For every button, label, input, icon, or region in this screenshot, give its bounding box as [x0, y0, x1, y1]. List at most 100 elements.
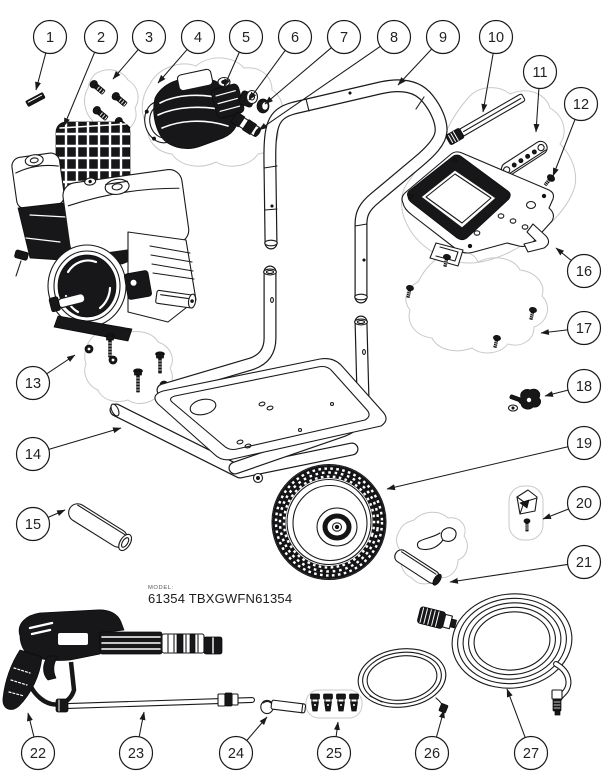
callout-circle-4: [180, 19, 216, 55]
callout-number-5: 5: [242, 30, 250, 46]
callout-leader-4: [157, 49, 188, 84]
callout-circle-12: [563, 86, 599, 122]
callout-number-27: 27: [523, 746, 539, 762]
handle-tube: [263, 79, 448, 304]
callout-circle-15: [15, 506, 51, 542]
callout-circle-27: [513, 735, 549, 771]
callout-leader-17: [540, 329, 568, 336]
spray-gun: [2, 609, 223, 710]
frame-bolts-group: [84, 333, 169, 393]
callout-leader-8: [258, 45, 381, 131]
callout-leader-22: [27, 712, 35, 738]
callout-number-17: 17: [576, 321, 592, 337]
model-number: 61354 TBXGWFN61354: [148, 591, 292, 606]
callout-number-16: 16: [576, 264, 592, 280]
callout-leader-1: [35, 52, 47, 91]
callout-number-8: 8: [390, 30, 398, 46]
callout-circle-9: [425, 19, 461, 55]
callout-leader-19: [386, 446, 569, 491]
hose-inlet-fitting: [417, 606, 457, 630]
callout-circle-26: [414, 735, 450, 771]
bracket-screw: [543, 174, 555, 187]
engine-shaft: [155, 289, 197, 309]
callout-circle-18: [566, 368, 602, 404]
callout-circle-13: [15, 365, 51, 401]
callout-leader-20: [542, 508, 569, 520]
callout-leader-3: [112, 49, 139, 80]
callout-leader-25: [334, 721, 340, 737]
callout-leader-6: [248, 50, 286, 101]
clip-kit-outline: [508, 485, 544, 541]
clip-kit: [516, 489, 538, 532]
callout-circle-1: [32, 19, 68, 55]
callout-number-18: 18: [576, 379, 592, 395]
control-panel: [401, 151, 555, 267]
callout-number-13: 13: [25, 376, 41, 392]
callout-leader-24: [246, 716, 268, 741]
callout-leader-13: [46, 354, 76, 375]
callout-leader-11: [533, 88, 540, 133]
callout-leader-10: [481, 53, 494, 113]
model-label: MODEL:: [148, 585, 174, 591]
callout-number-7: 7: [340, 30, 348, 46]
callout-number-26: 26: [424, 746, 440, 762]
callout-number-19: 19: [576, 436, 592, 452]
fuel-petcock: [14, 249, 29, 277]
callout-leader-27: [506, 688, 526, 738]
callout-circle-22: [20, 735, 56, 771]
callout-circle-8: [376, 19, 412, 55]
callout-number-2: 2: [97, 30, 105, 46]
engine-assembly: [11, 121, 197, 342]
callout-leader-18: [544, 389, 569, 397]
siphon-tube: [357, 648, 449, 714]
callout-number-14: 14: [25, 447, 41, 463]
callout-circle-21: [566, 544, 602, 580]
callout-leader-2: [63, 52, 96, 127]
frame-base: [109, 265, 387, 484]
callout-leader-15: [47, 509, 66, 518]
model-info: MODEL: 61354 TBXGWFN61354: [148, 585, 292, 606]
callout-number-9: 9: [439, 30, 447, 46]
nozzle-set-outline: [305, 689, 363, 719]
lance: [55, 692, 255, 713]
callout-number-15: 15: [25, 517, 41, 533]
callout-leader-26: [435, 709, 445, 738]
engine-key: [25, 92, 46, 107]
callout-leader-14: [48, 427, 122, 450]
callout-leader-5: [223, 51, 240, 88]
callout-circle-25: [316, 735, 352, 771]
callout-number-3: 3: [145, 30, 153, 46]
callout-leader-21: [449, 563, 568, 584]
extension-wand: [260, 699, 307, 715]
pump-head: [176, 68, 214, 92]
support-foot-tube: [68, 503, 133, 552]
callout-circle-16: [566, 253, 602, 289]
panel-screws-group: [406, 253, 537, 348]
callout-circle-7: [326, 19, 362, 55]
callout-circle-14: [15, 436, 51, 472]
callout-number-23: 23: [128, 746, 144, 762]
callout-circle-2: [83, 19, 119, 55]
panel-hook: [523, 223, 550, 253]
callout-number-4: 4: [194, 30, 202, 46]
axle-pin-kit: [394, 527, 457, 586]
adjustment-knob: [507, 388, 541, 412]
callout-number-21: 21: [576, 555, 592, 571]
high-pressure-hose: [417, 593, 573, 716]
callout-circle-23: [118, 735, 154, 771]
gun-grip: [2, 649, 43, 710]
callout-number-12: 12: [573, 97, 589, 113]
callout-number-1: 1: [46, 30, 54, 46]
callout-circle-20: [566, 485, 602, 521]
handle-grip-strip: [445, 93, 526, 145]
callout-number-6: 6: [291, 30, 299, 46]
callout-leader-7: [264, 47, 332, 105]
panel-screws-outline: [405, 250, 549, 354]
callout-circle-11: [522, 54, 558, 90]
callout-leader-23: [138, 711, 146, 737]
callout-number-10: 10: [488, 30, 504, 46]
callout-leader-16: [555, 247, 572, 261]
